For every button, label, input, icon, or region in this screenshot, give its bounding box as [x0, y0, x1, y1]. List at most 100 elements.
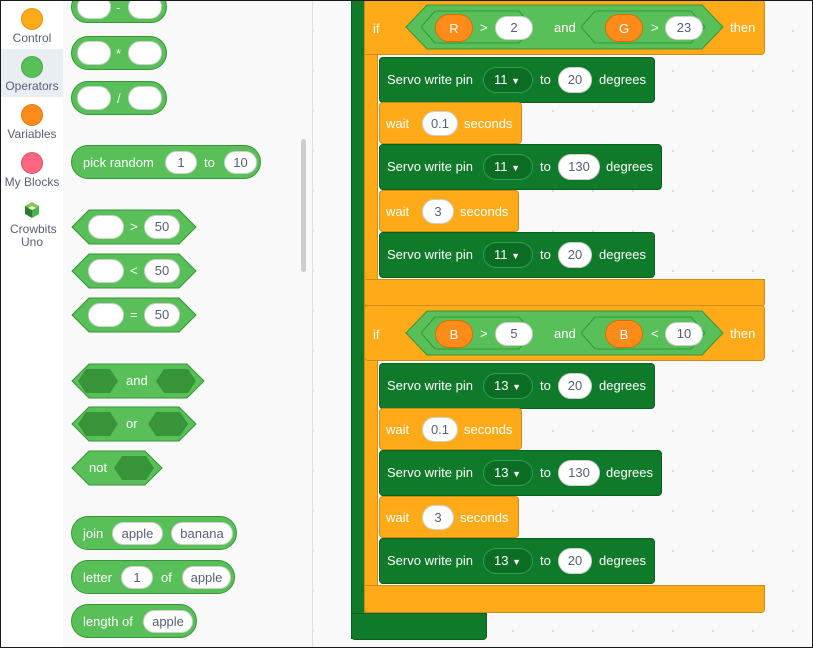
- compare-value-input[interactable]: 50: [144, 215, 180, 239]
- join-first-input[interactable]: apple: [112, 522, 163, 545]
- category-operators[interactable]: Operators: [1, 49, 63, 97]
- join-block[interactable]: join apple banana: [71, 516, 237, 550]
- my-blocks-dot-icon: [21, 152, 43, 174]
- pick-random-block[interactable]: pick random 1 to 10: [71, 145, 261, 179]
- wait-block[interactable]: wait 0.1 seconds: [379, 102, 522, 144]
- operator-symbol: >: [651, 20, 659, 35]
- operand-slot[interactable]: [88, 259, 124, 283]
- block-label: to: [540, 72, 551, 87]
- variables-dot-icon: [21, 104, 43, 126]
- not-block[interactable]: not: [71, 450, 163, 486]
- random-to-input[interactable]: 10: [224, 151, 257, 174]
- category-my-blocks[interactable]: My Blocks: [1, 145, 63, 193]
- compare-value-input[interactable]: 2: [495, 16, 533, 40]
- equals-block[interactable]: = 50: [71, 297, 197, 333]
- variable-reporter[interactable]: G: [605, 14, 643, 42]
- if-block-bottom[interactable]: [364, 585, 765, 613]
- angle-input[interactable]: 20: [558, 67, 592, 93]
- script-workspace[interactable]: if R > 2 and G > 23 then Servo write pin…: [313, 1, 812, 647]
- wait-seconds-input[interactable]: 3: [422, 199, 454, 224]
- operand-slot[interactable]: [88, 215, 124, 239]
- operand-slot[interactable]: [128, 41, 162, 65]
- category-crowbits-uno[interactable]: Crowbits Uno: [1, 195, 63, 255]
- operand-slot[interactable]: [128, 1, 162, 19]
- pin-dropdown[interactable]: 11 ▼: [483, 67, 533, 93]
- block-label: to: [540, 553, 551, 568]
- or-block[interactable]: or: [71, 406, 197, 442]
- category-label: My Blocks: [4, 175, 60, 189]
- pin-dropdown[interactable]: 13 ▼: [483, 373, 533, 399]
- block-label: degrees: [606, 465, 653, 480]
- palette-scrollbar[interactable]: [301, 139, 306, 272]
- servo-write-block[interactable]: Servo write pin 11 ▼ to 130 degrees: [379, 144, 662, 190]
- servo-write-block[interactable]: Servo write pin 13 ▼ to 20 degrees: [379, 363, 655, 409]
- and-block[interactable]: and: [71, 363, 205, 399]
- servo-write-block[interactable]: Servo write pin 13 ▼ to 130 degrees: [379, 450, 662, 496]
- block-label: seconds: [460, 204, 509, 219]
- wait-seconds-input[interactable]: 0.1: [422, 111, 458, 136]
- operand-slot[interactable]: [77, 1, 111, 19]
- greater-than-block[interactable]: > 50: [71, 209, 197, 245]
- compare-value-input[interactable]: 10: [665, 322, 703, 346]
- variable-reporter[interactable]: B: [605, 320, 643, 348]
- category-variables[interactable]: Variables: [1, 97, 63, 145]
- angle-input[interactable]: 20: [558, 373, 592, 399]
- pin-value: 11: [494, 159, 508, 174]
- wait-block[interactable]: wait 0.1 seconds: [379, 408, 522, 450]
- block-label: degrees: [599, 72, 646, 87]
- angle-input[interactable]: 130: [558, 154, 600, 180]
- angle-input[interactable]: 20: [558, 548, 592, 574]
- compare-value-input[interactable]: 50: [144, 303, 180, 327]
- operator-symbol: <: [651, 326, 659, 341]
- less-than-block[interactable]: < 50: [71, 253, 197, 289]
- angle-input[interactable]: 20: [558, 242, 592, 268]
- dropdown-arrow-icon: ▼: [511, 251, 521, 261]
- and-label: and: [554, 20, 576, 35]
- loop-block-bottom[interactable]: [351, 613, 487, 640]
- operand-slot[interactable]: [128, 86, 162, 110]
- servo-write-block[interactable]: Servo write pin 11 ▼ to 20 degrees: [379, 57, 655, 103]
- pin-dropdown[interactable]: 13 ▼: [483, 460, 533, 486]
- letter-word-input[interactable]: apple: [182, 566, 231, 589]
- servo-write-block[interactable]: Servo write pin 11 ▼ to 20 degrees: [379, 232, 655, 278]
- if-block-header[interactable]: if B > 5 and B < 10 then: [364, 305, 765, 361]
- pin-dropdown[interactable]: 11 ▼: [483, 154, 533, 180]
- wait-block[interactable]: wait 3 seconds: [379, 190, 519, 232]
- compare-value-input[interactable]: 23: [665, 16, 703, 40]
- angle-input[interactable]: 130: [558, 460, 600, 486]
- compare-value-input[interactable]: 5: [495, 322, 533, 346]
- block-label: Servo write pin: [387, 72, 473, 87]
- category-control[interactable]: Control: [1, 1, 63, 49]
- divide-block[interactable]: /: [71, 81, 167, 115]
- then-label: then: [730, 326, 756, 341]
- pin-value: 13: [494, 465, 509, 480]
- block-label: wait: [386, 422, 410, 437]
- pin-dropdown[interactable]: 13 ▼: [483, 548, 533, 574]
- letter-of-block[interactable]: letter 1 of apple: [71, 560, 235, 594]
- join-second-input[interactable]: banana: [171, 522, 233, 545]
- length-word-input[interactable]: apple: [143, 610, 193, 633]
- length-of-block[interactable]: length of apple: [71, 604, 197, 638]
- servo-write-block[interactable]: Servo write pin 13 ▼ to 20 degrees: [379, 538, 655, 584]
- variable-reporter[interactable]: B: [435, 320, 473, 348]
- multiply-block[interactable]: *: [71, 36, 167, 70]
- operand-slot[interactable]: [77, 86, 111, 110]
- block-label: wait: [386, 204, 410, 219]
- wait-seconds-input[interactable]: 0.1: [422, 417, 458, 442]
- operand-slot[interactable]: [88, 303, 124, 327]
- wait-seconds-input[interactable]: 3: [422, 505, 454, 530]
- wait-block[interactable]: wait 3 seconds: [379, 496, 519, 538]
- random-from-input[interactable]: 1: [165, 151, 197, 174]
- variable-reporter[interactable]: R: [435, 14, 473, 42]
- compare-value-input[interactable]: 50: [144, 259, 180, 283]
- if-block-header[interactable]: if R > 2 and G > 23 then: [364, 1, 765, 55]
- letter-index-input[interactable]: 1: [121, 566, 153, 589]
- if-block-bottom[interactable]: [364, 279, 765, 307]
- pin-dropdown[interactable]: 11 ▼: [483, 242, 533, 268]
- hex-shape: [71, 450, 163, 486]
- block-label: wait: [386, 116, 410, 131]
- pin-value: 11: [494, 72, 508, 87]
- operand-slot[interactable]: [77, 41, 111, 65]
- subtract-block[interactable]: -: [71, 1, 167, 23]
